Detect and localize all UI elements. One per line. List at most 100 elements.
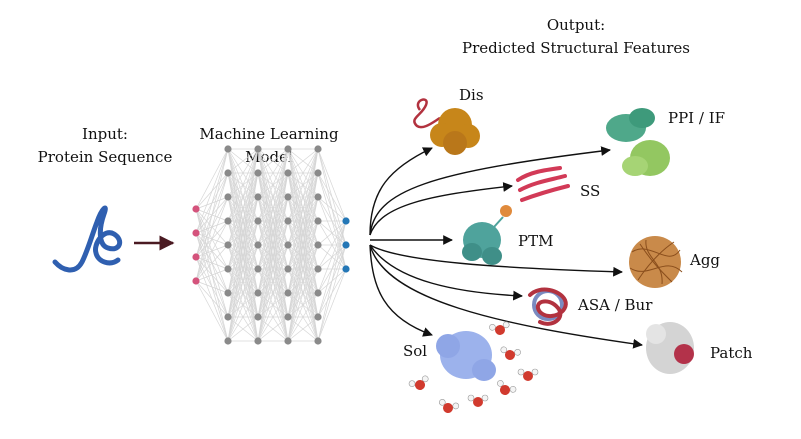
- network-edge: [287, 148, 319, 270]
- water-molecule-icon: [517, 368, 539, 381]
- feature-arrows: [369, 146, 643, 349]
- hidden-layer-node: [224, 289, 232, 297]
- hidden-layer-node: [284, 265, 292, 273]
- network-edge: [287, 196, 319, 342]
- hidden-layer-node: [314, 337, 322, 345]
- water-molecule-icon: [500, 346, 521, 360]
- input-layer-node: [192, 205, 200, 213]
- network-edge: [317, 220, 347, 246]
- sol-label: Sol: [403, 342, 427, 360]
- network-edge: [257, 268, 289, 342]
- network-edge: [287, 220, 319, 342]
- network-edge: [317, 148, 347, 222]
- hidden-layer-node: [224, 241, 232, 249]
- network-edge: [195, 148, 229, 234]
- network-edge: [317, 220, 347, 270]
- network-connections: [195, 148, 347, 342]
- network-edge: [227, 292, 259, 342]
- network-edge: [287, 244, 319, 342]
- input-label-line1: Input:: [82, 125, 128, 143]
- input-layer-node: [192, 277, 200, 285]
- network-edge: [317, 172, 347, 222]
- hidden-layer-node: [314, 217, 322, 225]
- hidden-layer-node: [284, 169, 292, 177]
- output-layer-node: [342, 241, 350, 249]
- network-edge: [227, 148, 259, 342]
- arrow-to-agg: [369, 244, 623, 277]
- network-edge: [257, 148, 289, 198]
- hidden-layer-node: [224, 217, 232, 225]
- patch-label: Patch: [710, 344, 753, 362]
- ptm-label: PTM: [518, 232, 553, 250]
- ss-protein-icon: [516, 166, 570, 202]
- network-edge: [227, 148, 259, 246]
- ppi-protein-icon: [606, 108, 670, 176]
- network-edge: [257, 148, 289, 270]
- network-edge: [227, 196, 259, 342]
- dis-label: Dis: [459, 86, 484, 104]
- network-edge: [195, 244, 229, 282]
- network-edge: [227, 244, 259, 342]
- hidden-layer-node: [284, 241, 292, 249]
- hidden-layer-node: [284, 313, 292, 321]
- network-edge: [195, 280, 229, 342]
- arrow-to-ppi: [369, 146, 611, 236]
- network-edge: [195, 220, 229, 282]
- ss-label: SS: [580, 182, 600, 200]
- hidden-layer-node: [254, 313, 262, 321]
- network-edge: [195, 196, 229, 282]
- arrow-to-sol: [369, 244, 433, 337]
- hidden-layer-node: [284, 145, 292, 153]
- output-header-line1: Output:: [547, 16, 605, 34]
- network-edge: [287, 148, 319, 174]
- network-edge: [287, 316, 319, 342]
- asa-label: ASA / Bur: [577, 296, 653, 314]
- hidden-layer-node: [314, 313, 322, 321]
- agg-aggregate-icon: [629, 236, 683, 288]
- network-edge: [287, 148, 319, 222]
- network-edge: [257, 316, 289, 342]
- network-edge: [317, 220, 347, 342]
- network-edge: [195, 172, 229, 282]
- network-edge: [227, 148, 259, 174]
- hidden-layer-node: [284, 337, 292, 345]
- hidden-layer-node: [314, 145, 322, 153]
- arrow-to-ss: [369, 182, 513, 236]
- arrow-to-patch: [369, 244, 643, 349]
- network-edge: [257, 196, 289, 342]
- hidden-layer-node: [224, 313, 232, 321]
- network-edge: [195, 280, 229, 294]
- network-edge: [317, 268, 347, 342]
- hidden-layer-node: [254, 217, 262, 225]
- output-header-line2: Predicted Structural Features: [462, 39, 690, 57]
- hidden-layer-node: [224, 265, 232, 273]
- network-edge: [257, 148, 289, 174]
- network-nodes: [192, 145, 350, 345]
- network-edge: [317, 220, 347, 294]
- network-edge: [195, 148, 229, 258]
- network-edge: [227, 172, 259, 342]
- network-edge: [257, 148, 289, 294]
- network-edge: [257, 244, 289, 342]
- network-edge: [257, 172, 289, 342]
- ptm-protein-icon: [462, 205, 512, 265]
- network-edge: [257, 220, 289, 342]
- hidden-layer-node: [254, 193, 262, 201]
- output-layer-node: [342, 217, 350, 225]
- network-edge: [257, 148, 289, 342]
- network-edge: [257, 148, 289, 318]
- hidden-layer-node: [254, 145, 262, 153]
- output-layer-node: [342, 265, 350, 273]
- hidden-layer-node: [284, 217, 292, 225]
- network-edge: [287, 292, 319, 342]
- asa-protein-icon: [528, 287, 568, 326]
- water-molecules: [408, 321, 539, 413]
- hidden-layer-node: [314, 265, 322, 273]
- network-edge: [287, 148, 319, 246]
- network-edge: [317, 220, 347, 318]
- protein-sequence-icon: [52, 205, 123, 273]
- network-edge: [317, 196, 347, 222]
- network-edge: [227, 268, 259, 342]
- hidden-layer-node: [284, 193, 292, 201]
- hidden-layer-node: [284, 289, 292, 297]
